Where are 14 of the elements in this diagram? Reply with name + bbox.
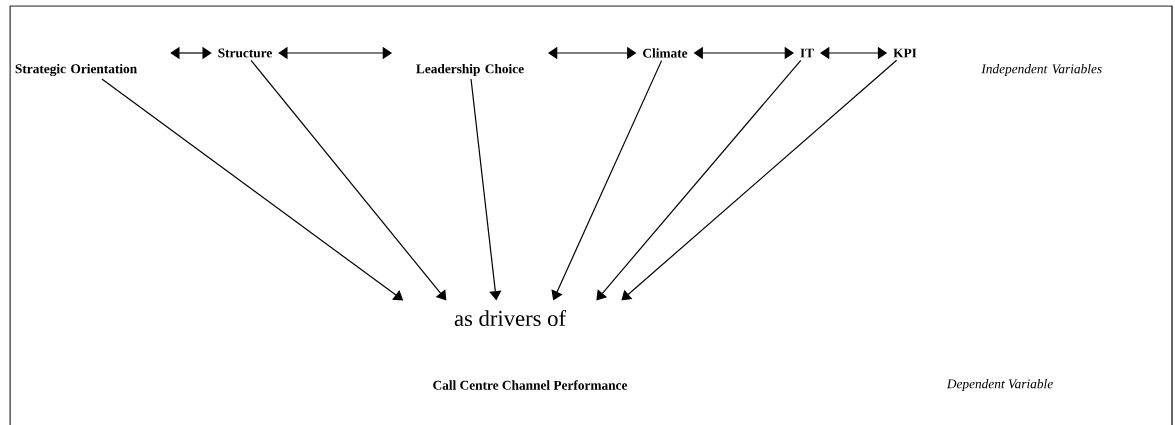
driver-text: Strategic Orientation [15,63,137,77]
arrow [596,59,802,301]
text-label: Dependent Variable [946,378,1053,392]
driver-text: Climate [643,48,688,58]
driver-text: KPI [893,48,917,58]
arrow [250,59,447,301]
driver-text: IT [800,48,814,58]
driver-text: Leadership Choice [416,63,524,77]
driver-text: Structure [218,48,272,58]
text-label: Independent Variables [981,63,1102,77]
text-label: as drivers of [454,309,567,327]
double-arrow [170,46,212,60]
text-label: Call Centre Channel Performance [433,380,628,390]
arrow [621,59,898,301]
